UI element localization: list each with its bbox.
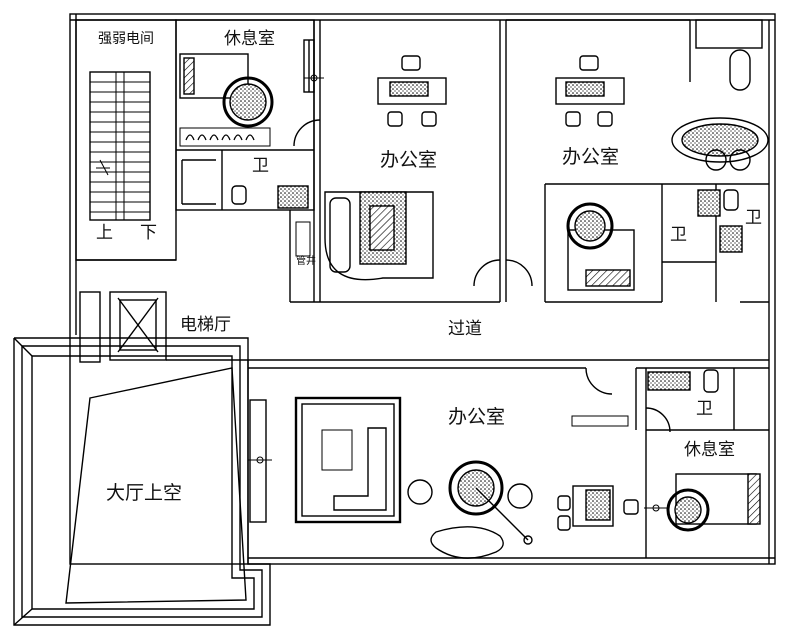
label-elevator-hall: 电梯厅 xyxy=(180,315,231,335)
elevator-shaft xyxy=(109,291,167,361)
label-stair-up: 上 xyxy=(96,223,113,243)
label-office-bottom: 办公室 xyxy=(448,406,506,428)
label-lounge-top: 休息室 xyxy=(224,29,275,49)
stair xyxy=(89,71,151,221)
label-office-right: 办公室 xyxy=(562,146,620,168)
label-lounge-bottom: 休息室 xyxy=(684,440,735,460)
label-wc-right-a: 卫 xyxy=(670,225,687,245)
label-stair-down: 下 xyxy=(140,223,157,243)
void-outline xyxy=(13,337,271,626)
label-office-center: 办公室 xyxy=(380,149,438,171)
label-void-over-hall: 大厅上空 xyxy=(106,482,183,504)
label-weak-current-room: 强弱电间 xyxy=(98,31,154,47)
label-pipe-shaft: 管井 xyxy=(296,256,316,267)
label-wc-top-left: 卫 xyxy=(252,156,269,176)
label-wc-right-b: 卫 xyxy=(745,208,762,228)
label-corridor: 过道 xyxy=(448,319,482,339)
label-wc-bottom: 卫 xyxy=(696,399,713,419)
